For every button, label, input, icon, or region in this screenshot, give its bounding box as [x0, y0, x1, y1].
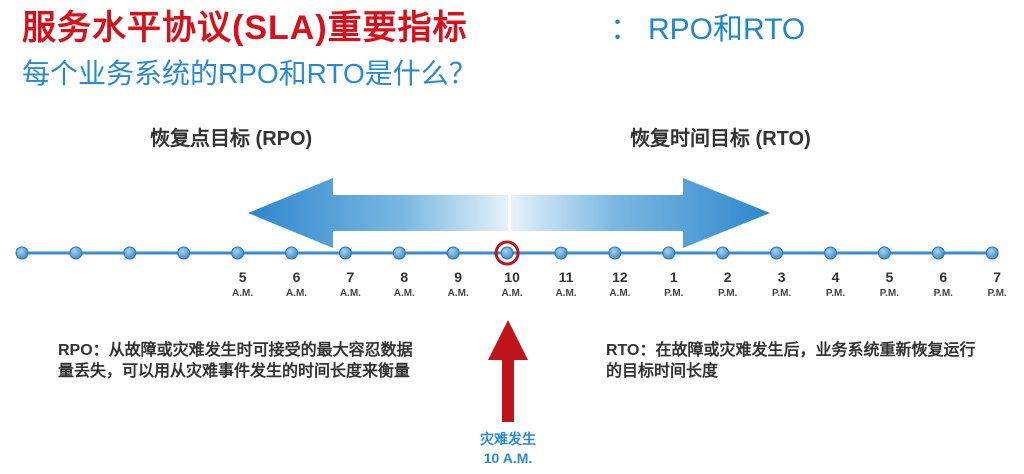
tick-hour-label: 3 [777, 269, 786, 285]
tick-period-label: A.M. [555, 288, 577, 299]
timeline-dot [877, 246, 891, 260]
disaster-arrow-icon [488, 320, 528, 422]
tick-period-label: A.M. [232, 288, 254, 299]
title-separator: ： [610, 13, 640, 46]
disaster-marker-ring [494, 240, 520, 266]
page-title: 服务水平协议(SLA)重要指标 [22, 9, 468, 47]
tick-hour-label: 5 [238, 269, 247, 285]
tick-period-label: P.M. [664, 288, 684, 299]
tick-hour-label: 6 [939, 269, 948, 285]
tick-hour-label: 8 [400, 269, 409, 285]
tick-hour-label: 7 [346, 269, 355, 285]
rpo-description: RPO：从故障或灾难发生时可接受的最大容忍数据量丢失，可以用从灾难事件发生的时间… [58, 340, 428, 382]
tick-hour-label: 9 [454, 269, 463, 285]
subtitle: 每个业务系统的RPO和RTO是什么？ [22, 58, 477, 89]
timeline-dot [662, 246, 676, 260]
timeline-dot [15, 246, 29, 260]
tick-hour-label: 6 [292, 269, 301, 285]
timeline-dot [985, 246, 999, 260]
tick-period-label: A.M. [447, 288, 469, 299]
tick-period-label: P.M. [825, 288, 846, 299]
tick-period-label: P.M. [718, 288, 738, 299]
tick-period-label: P.M. [987, 288, 1007, 299]
rto-arrow [511, 178, 770, 248]
title-tail: RPO和RTO [648, 13, 806, 46]
tick-hour-label: 12 [612, 269, 628, 285]
timeline-dot [554, 246, 568, 260]
timeline-dot [770, 246, 784, 260]
rpo-text: ：从故障或灾难发生时可接受的最大容忍数据量丢失，可以用从灾难事件发生的时间长度来… [58, 342, 413, 380]
timeline-dot [392, 246, 406, 260]
timeline-dot [177, 246, 191, 260]
tick-period-label: A.M. [609, 288, 631, 299]
timeline-dot [716, 246, 730, 260]
tick-hour-label: 1 [669, 269, 678, 285]
tick-period-label: A.M. [339, 288, 361, 299]
timeline-dot [69, 246, 83, 260]
rpo-arrow [248, 178, 508, 248]
tick-hour-label: 11 [558, 269, 574, 285]
timeline-dot [123, 246, 137, 260]
rto-description: RTO：在故障或灾难发生后，业务系统重新恢复运行的目标时间长度 [606, 340, 986, 382]
timeline-dot [824, 246, 837, 260]
tick-period-label: P.M. [771, 288, 792, 299]
tick-period-label: P.M. [933, 288, 953, 299]
rpo-section-label: 恢复点目标 (RPO) [150, 128, 313, 150]
tick-hour-label: 5 [885, 269, 894, 285]
tick-period-label: A.M. [501, 288, 523, 299]
rto-section-label: 恢复时间目标 (RTO) [630, 128, 811, 150]
tick-period-label: P.M. [879, 288, 900, 299]
rto-key: RTO [606, 342, 640, 359]
timeline-dot [338, 246, 352, 260]
timeline-dot [608, 246, 622, 260]
timeline-dot [231, 246, 245, 260]
disaster-title: 灾难发生 [480, 431, 536, 447]
rto-text: ：在故障或灾难发生后，业务系统重新恢复运行的目标时间长度 [606, 342, 976, 380]
tick-hour-label: 2 [723, 269, 732, 285]
disaster-label: 灾难发生 10 A.M. [448, 430, 568, 468]
rpo-key: RPO [58, 342, 93, 359]
timeline-dot [285, 246, 298, 260]
disaster-time: 10 A.M. [483, 450, 533, 466]
tick-hour-label: 10 [504, 269, 520, 285]
tick-hour-label: 7 [993, 269, 1002, 285]
tick-period-label: A.M. [393, 288, 415, 299]
timeline-dot [446, 246, 460, 260]
tick-period-label: A.M. [285, 288, 308, 299]
timeline-dot [931, 246, 945, 260]
tick-hour-label: 4 [831, 269, 840, 285]
timeline-dot [500, 246, 514, 260]
